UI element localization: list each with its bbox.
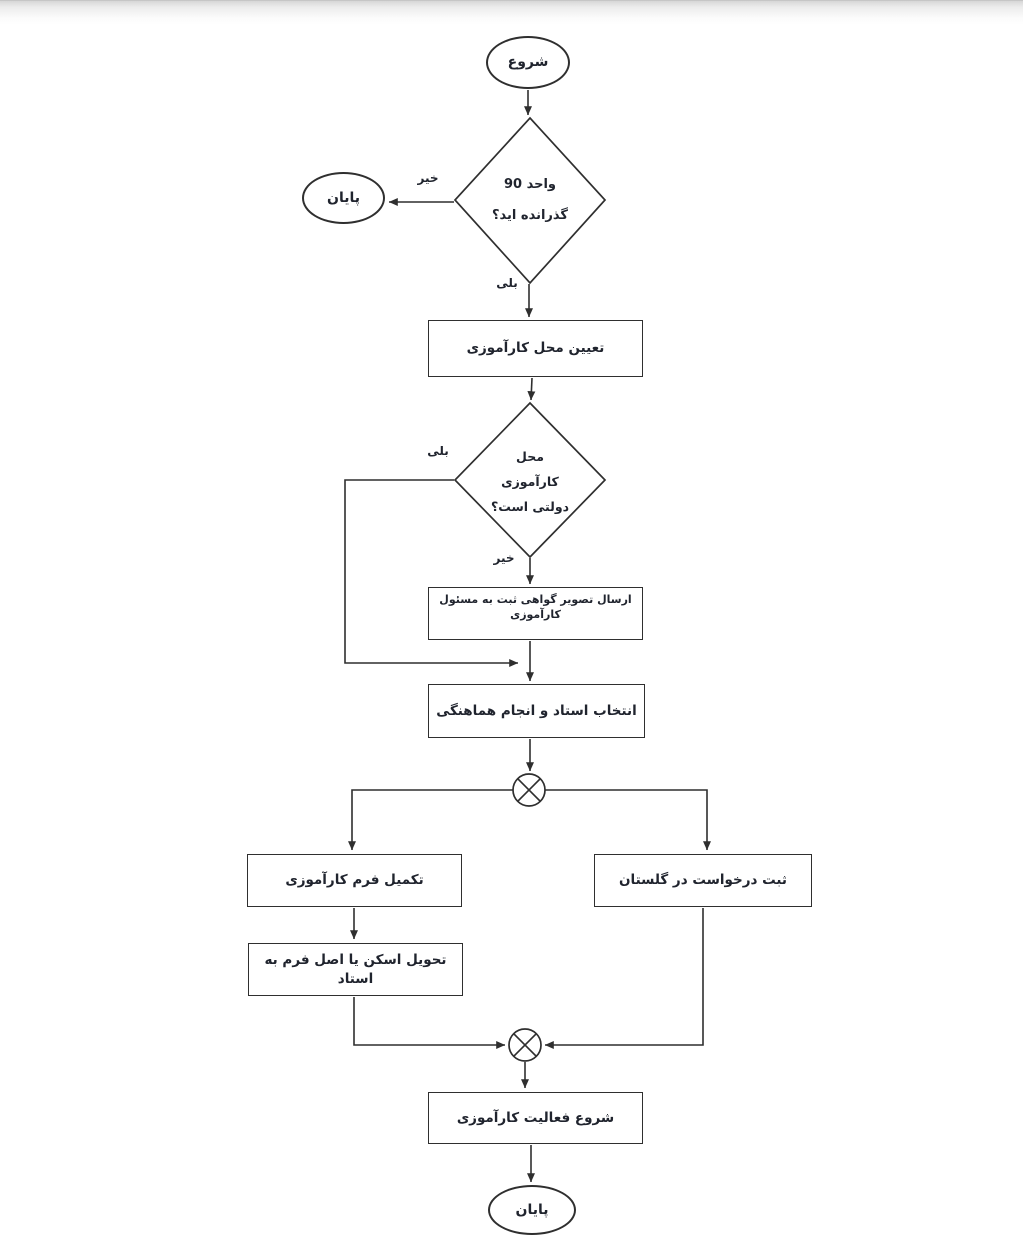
node-end-early: پایان [302, 172, 385, 224]
node-register-golestan: ثبت درخواست در گلستان [594, 854, 812, 907]
page-top-band [0, 0, 1023, 25]
node-send-certificate: ارسال تصویر گواهی ثبت به مسئول کارآموزی [428, 587, 643, 640]
decision-public-shape [453, 401, 607, 559]
edge-label-units-no: خیر [417, 171, 439, 185]
decision-units-line2: گذرانده اید؟ [492, 208, 568, 223]
node-deliver-form: تحویل اسکن یا اصل فرم به استاد [248, 943, 463, 996]
decision-public-line1: محل [516, 448, 544, 464]
edge-label-public-yes: بلی [427, 444, 449, 458]
fork-gateway-icon [512, 773, 546, 807]
node-decision-public-text: محل کارآموزی دولتی است؟ [455, 443, 605, 519]
node-start: شروع [486, 36, 570, 89]
edge-fork-to-golestan [545, 789, 711, 851]
decision-units-line1: 90 واحد [503, 177, 557, 192]
node-start-activity: شروع فعالیت کارآموزی [428, 1092, 643, 1144]
decision-units-shape [453, 116, 607, 285]
node-end-final: پایان [488, 1185, 576, 1235]
edge-fork-to-fillform [348, 789, 513, 851]
node-pick-professor: انتخاب استاد و انجام هماهنگی [428, 684, 645, 738]
edge-label-public-no: خیر [493, 551, 515, 565]
node-fill-form: تکمیل فرم کارآموزی [247, 854, 462, 907]
edge-assign-to-public [527, 377, 536, 401]
decision-public-line2: کارآموزی [501, 473, 559, 489]
decision-public-line3: دولتی است؟ [490, 498, 570, 514]
node-decision-units-text: 90 واحد گذرانده اید؟ [455, 160, 605, 240]
edge-golestan-to-join [544, 908, 704, 1049]
join-gateway-icon [508, 1028, 542, 1062]
edge-label-units-yes: بلی [496, 276, 518, 290]
node-assign-place: تعیین محل کارآموزی [428, 320, 643, 377]
edge-public-yes-bypass [344, 479, 519, 667]
edge-deliver-to-join [353, 997, 506, 1049]
